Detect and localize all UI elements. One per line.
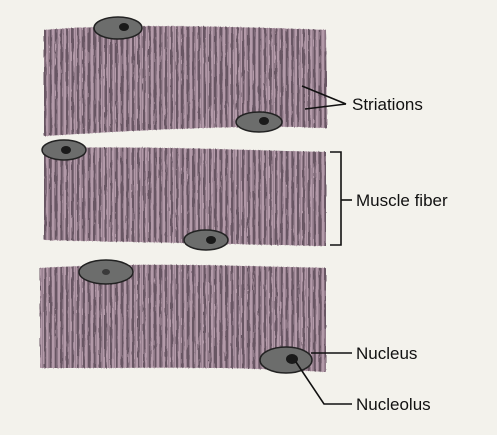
muscle-fiber-bottom [40,264,326,372]
nucleus-4 [183,229,229,251]
striations-leader-1 [301,85,347,105]
nucleus-3 [41,139,87,161]
nucleus-2 [235,111,283,133]
nucleus-labeled [259,346,313,374]
nucleus-1 [93,16,143,40]
muscle-fiber-middle [44,147,326,246]
nucleus-label: Nucleus [356,344,418,363]
nucleus-5 [78,259,134,285]
leader-lines [295,85,352,405]
striations-label: Striations [352,95,423,114]
striations-leader-2 [304,103,347,110]
nucleolus-label: Nucleolus [356,395,431,414]
muscle-fiber-label: Muscle fiber [356,191,448,210]
nucleolus-leader [295,361,352,405]
muscle-fiber-bracket [330,151,342,246]
muscle-fiber-top [44,26,327,136]
